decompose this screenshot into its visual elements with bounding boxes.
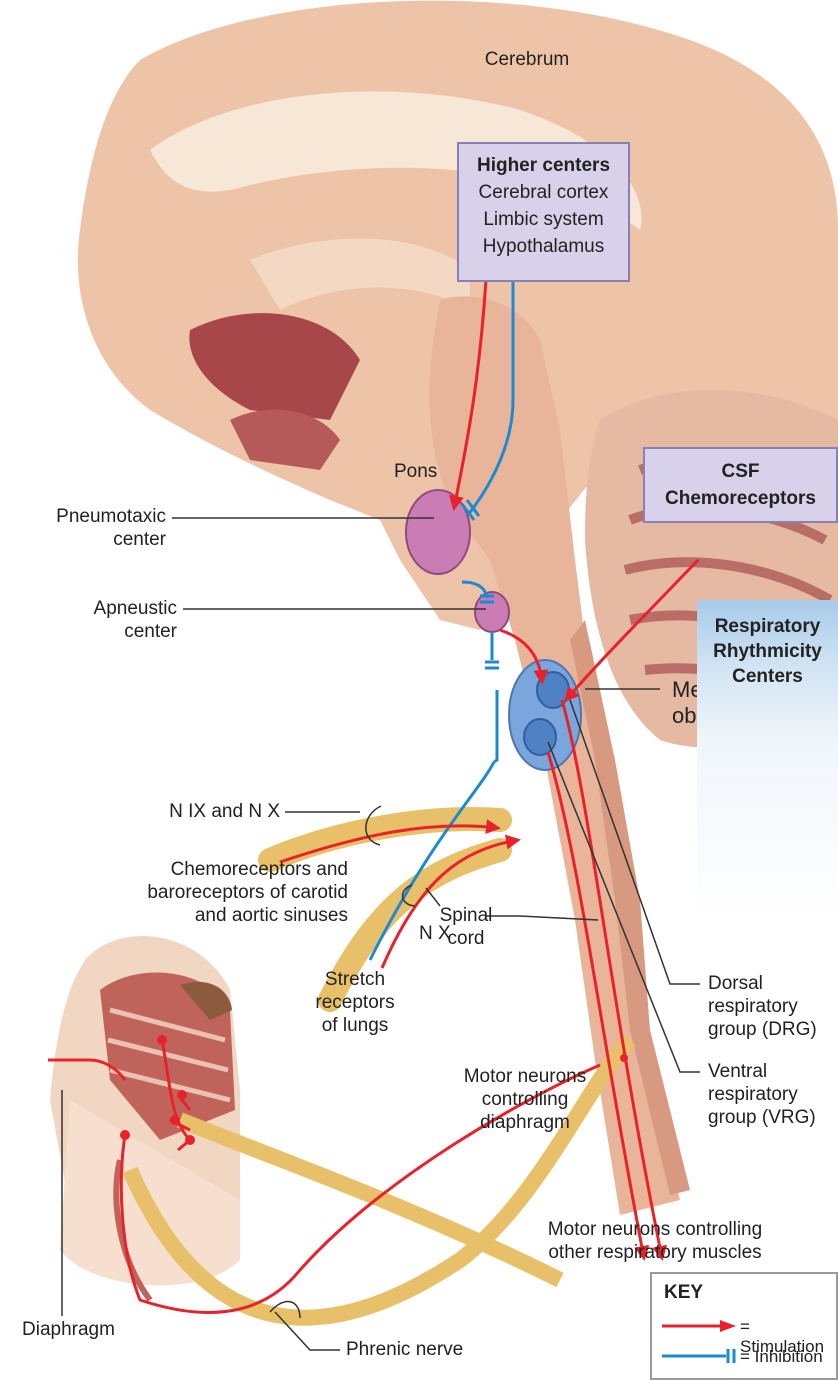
higher-centers-title: Higher centers — [459, 152, 628, 179]
chemoreceptors-label: Chemoreceptors — [645, 485, 836, 512]
key-title: KEY — [664, 1282, 703, 1304]
key-legend: KEY = Stimulation = Inhibition — [650, 1272, 838, 1380]
chemo-line: Chemoreceptors and — [100, 858, 348, 881]
higher-centers-box: Higher centers Cerebral cortex Limbic sy… — [457, 142, 630, 282]
pneumotaxic-line: Pneumotaxic — [20, 505, 166, 528]
synapse-dot — [157, 1035, 167, 1045]
drg-label: Dorsal respiratory group (DRG) — [708, 972, 817, 1041]
rrc-line: Centers — [697, 664, 838, 689]
csf-label: CSF — [645, 458, 836, 485]
rrc-line: Rhythmicity — [697, 639, 838, 664]
stretch-receptors-label: Stretch receptors of lungs — [300, 968, 410, 1037]
pneumotaxic-label: Pneumotaxic center — [20, 505, 166, 551]
vrg-line: group (VRG) — [708, 1106, 816, 1129]
motor-diaphragm-line: diaphragm — [445, 1111, 605, 1134]
chemoreceptors-baroreceptors-label: Chemoreceptors and baroreceptors of caro… — [100, 858, 348, 927]
cerebrum-label: Cerebrum — [472, 48, 582, 71]
vrg-line: respiratory — [708, 1083, 816, 1106]
apneustic-center — [475, 592, 509, 632]
motor-neurons-diaphragm-label: Motor neurons controlling diaphragm — [445, 1065, 605, 1134]
inhibition-key-label: = Inhibition — [740, 1347, 823, 1367]
motor-diaphragm-line: Motor neurons — [445, 1065, 605, 1088]
motor-other-line: other respiratory muscles — [520, 1241, 790, 1264]
spinal-line: cord — [436, 927, 496, 950]
vrg-line: Ventral — [708, 1060, 816, 1083]
motor-neurons-other-label: Motor neurons controlling other respirat… — [520, 1218, 790, 1264]
synapse-dot — [620, 1054, 628, 1062]
apneustic-line: Apneustic — [40, 597, 177, 620]
motor-other-line: Motor neurons controlling — [520, 1218, 790, 1241]
apneustic-line: center — [40, 620, 177, 643]
csf-chemoreceptors-box: CSF Chemoreceptors — [643, 447, 838, 523]
rrc-line: Respiratory — [697, 614, 838, 639]
stretch-line: receptors — [300, 991, 410, 1014]
motor-diaphragm-line: controlling — [445, 1088, 605, 1111]
higher-centers-item: Hypothalamus — [459, 233, 628, 260]
drg-line: respiratory — [708, 995, 817, 1018]
synapse-dot — [177, 1090, 187, 1100]
respiratory-rhythmicity-centers-panel: Respiratory Rhythmicity Centers — [697, 600, 838, 920]
drg-line: group (DRG) — [708, 1018, 817, 1041]
higher-centers-item: Cerebral cortex — [459, 179, 628, 206]
pneumotaxic-center — [406, 490, 470, 574]
vrg-label: Ventral respiratory group (VRG) — [708, 1060, 816, 1129]
pons-label: Pons — [394, 460, 437, 483]
pneumotaxic-line: center — [20, 528, 166, 551]
higher-centers-item: Limbic system — [459, 206, 628, 233]
phrenic-nerve-label: Phrenic nerve — [346, 1338, 463, 1361]
stretch-line: Stretch — [300, 968, 410, 991]
inhibition-key-bar — [660, 1348, 738, 1364]
stretch-line: of lungs — [300, 1014, 410, 1037]
chemo-line: and aortic sinuses — [100, 904, 348, 927]
diaphragm-label: Diaphragm — [22, 1318, 115, 1341]
synapse-dot — [185, 1135, 195, 1145]
synapse-dot — [170, 1115, 180, 1125]
thorax-illustration — [50, 936, 240, 1300]
chemo-line: baroreceptors of carotid — [100, 881, 348, 904]
spinal-line: Spinal — [436, 904, 496, 927]
drg-line: Dorsal — [708, 972, 817, 995]
synapse-dot — [120, 1130, 130, 1140]
stimulation-key-arrow — [660, 1318, 738, 1334]
nix-nx-label: N IX and N X — [110, 800, 280, 823]
apneustic-label: Apneustic center — [40, 597, 177, 643]
spinal-cord-label: Spinal cord — [436, 904, 496, 950]
